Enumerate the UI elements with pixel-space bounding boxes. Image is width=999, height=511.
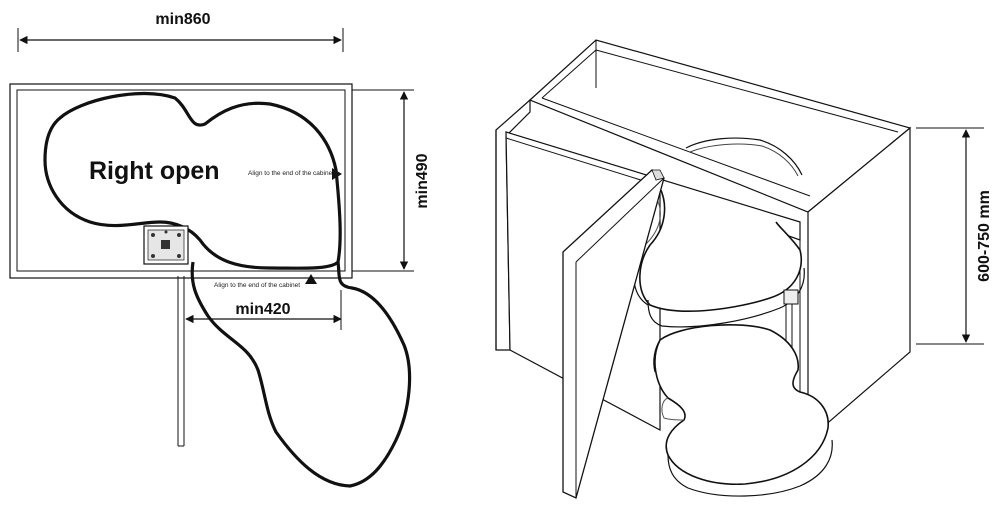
perspective-view: 600-750 mm bbox=[495, 39, 993, 499]
svg-text:Align to the end of the cabine: Align to the end of the cabinet bbox=[214, 282, 300, 289]
lower-tray-3d bbox=[653, 324, 833, 497]
lower-tray-outline bbox=[190, 261, 412, 488]
back-dish-edge bbox=[685, 137, 803, 176]
align-marker-side-icon bbox=[332, 168, 342, 180]
svg-text:Align to the end of the cabine: Align to the end of the cabinet bbox=[248, 170, 334, 177]
cabinet-outline bbox=[9, 83, 353, 279]
upper-tray-outline bbox=[43, 91, 342, 270]
align-note-side: Align to the end of the cabinet bbox=[248, 168, 342, 180]
depth-label: min490 bbox=[414, 153, 431, 208]
hinge-mechanism bbox=[143, 225, 189, 265]
open-direction-title: Right open bbox=[89, 157, 220, 185]
plan-view: min860 min490 min420 bbox=[9, 11, 431, 488]
height-label: 600-750 mm bbox=[976, 190, 993, 282]
cabinet-back bbox=[528, 39, 912, 213]
height-dimension: 600-750 mm bbox=[916, 127, 993, 345]
width-label: min860 bbox=[155, 11, 210, 28]
width-dimension: min860 bbox=[17, 11, 344, 52]
door-label: min420 bbox=[235, 301, 290, 318]
door-dimension: min420 bbox=[185, 290, 342, 330]
align-marker-front-icon bbox=[305, 274, 317, 284]
depth-dimension: min490 bbox=[352, 89, 431, 272]
door-panel bbox=[177, 276, 185, 447]
align-note-front: Align to the end of the cabinet bbox=[214, 274, 317, 289]
cabinet-door bbox=[562, 169, 665, 499]
